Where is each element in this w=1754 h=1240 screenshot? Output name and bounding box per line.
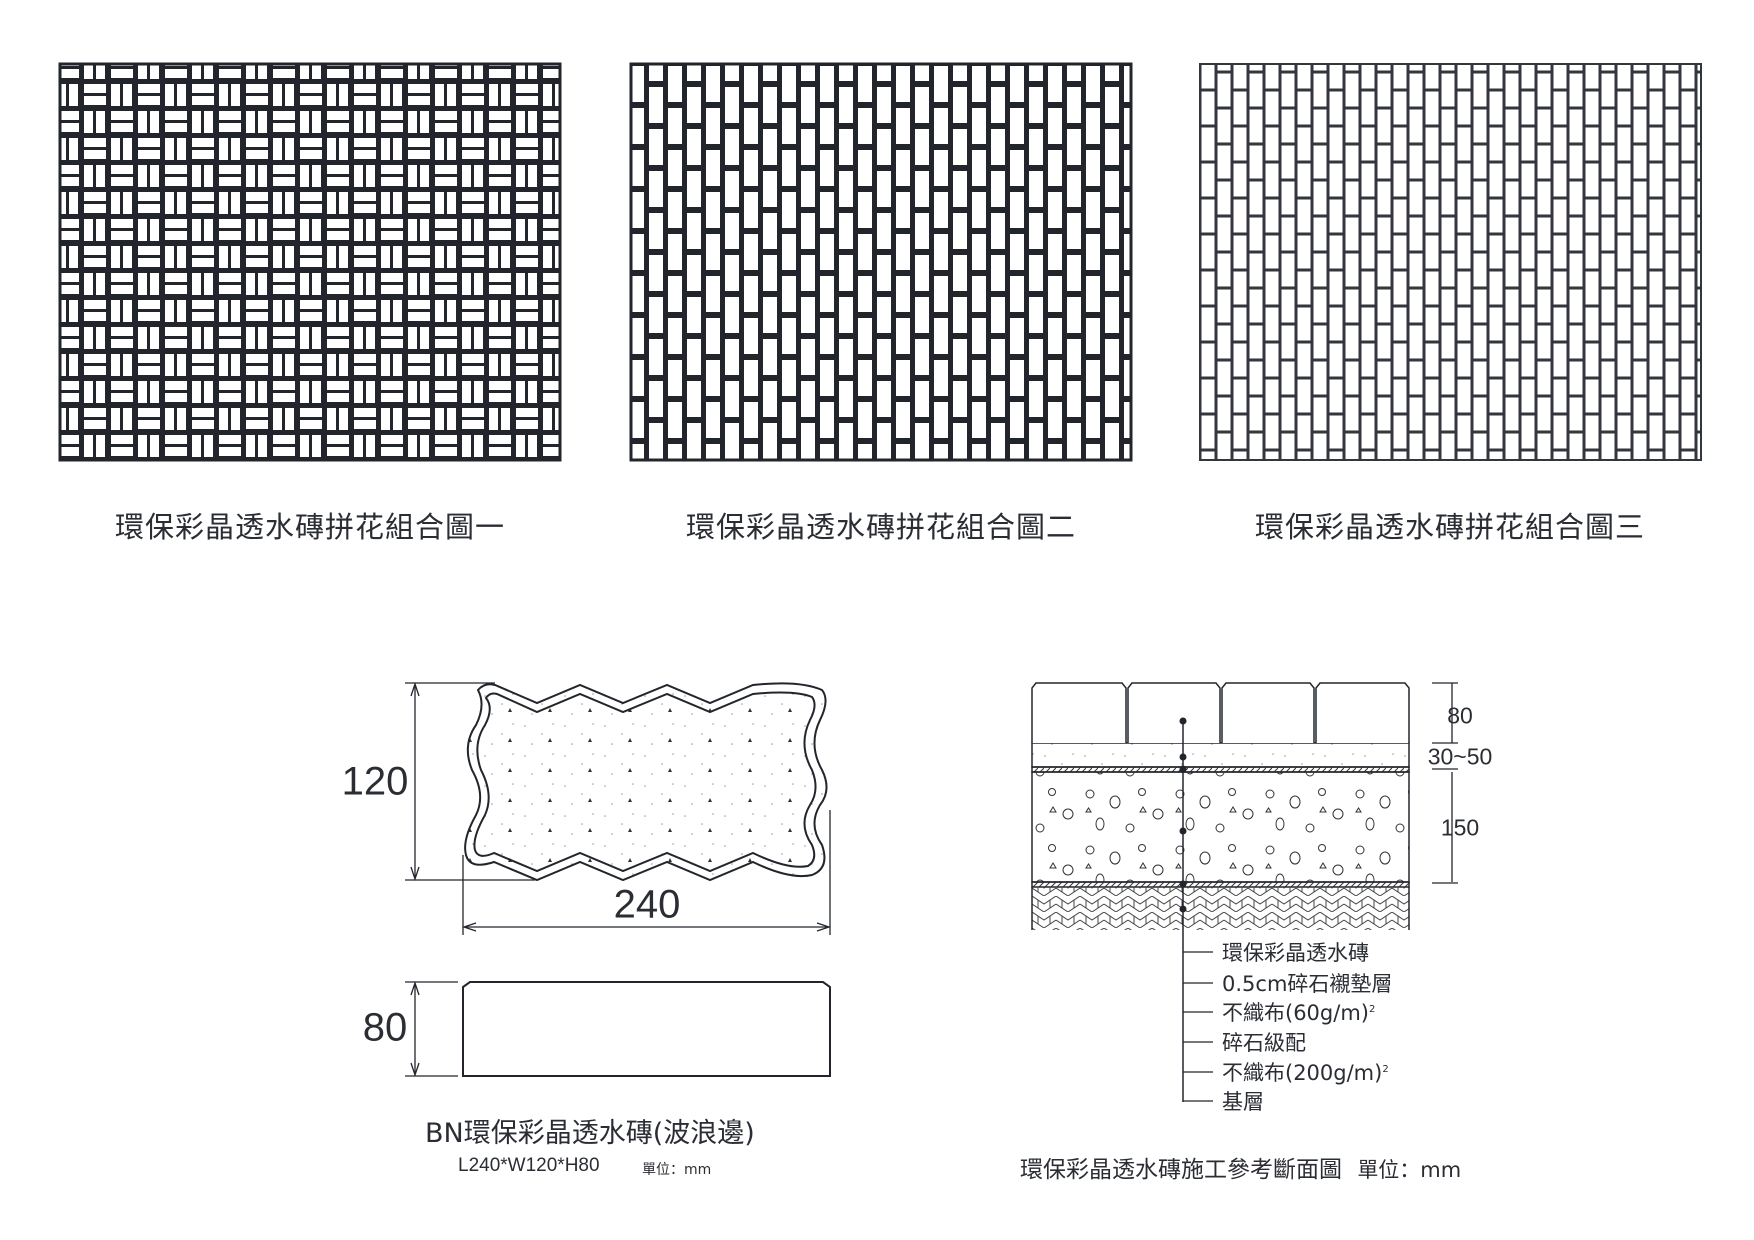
brick-thickness-dim: 80 (362, 1005, 408, 1050)
layer-label: 0.5cm碎石襯墊層 (1222, 968, 1392, 998)
pattern-3-caption: 環保彩晶透水磚拼花組合圖三 (1254, 510, 1646, 544)
layer-label-text: 0.5cm碎石襯墊層 (1222, 972, 1393, 996)
brick-unit: 單位：mm (642, 1162, 712, 1178)
layer-label-text: 不織布(60g/m) (1222, 1001, 1369, 1025)
layer-label-text: 環保彩晶透水磚 (1222, 941, 1369, 965)
wave-brick-top-view (405, 681, 832, 935)
layer-label-text: 不織布(200g/m) (1222, 1061, 1383, 1085)
layer-label-text: 碎石級配 (1222, 1031, 1306, 1055)
section-dim-base: 150 (1440, 814, 1480, 841)
pattern-2-drawing (629, 62, 1133, 462)
pattern-1-caption: 環保彩晶透水磚拼花組合圖一 (114, 510, 506, 544)
section-dim-paver: 80 (1447, 702, 1473, 729)
pattern-3-drawing (1199, 63, 1702, 461)
pattern-1-drawing (58, 62, 562, 462)
brick-title: BN環保彩晶透水磚(波浪邊) (425, 1118, 755, 1149)
layer-label: 不織布(60g/m)2 (1222, 997, 1375, 1027)
superscript: 2 (1382, 1064, 1389, 1075)
brick-width-dim: 240 (613, 882, 681, 927)
wave-brick-side-view (405, 980, 831, 1078)
layer-label: 基層 (1222, 1086, 1264, 1116)
layer-label: 碎石級配 (1222, 1027, 1306, 1057)
section-title: 環保彩晶透水磚施工參考斷面圖 單位：mm (1020, 1150, 1461, 1184)
section-unit: 單位：mm (1357, 1158, 1462, 1182)
brick-spec: L240*W120*H80 (458, 1155, 600, 1176)
section-title-text: 環保彩晶透水磚施工參考斷面圖 (1020, 1157, 1342, 1183)
layer-label-text: 基層 (1222, 1090, 1264, 1114)
layer-label: 環保彩晶透水磚 (1222, 937, 1369, 967)
section-dim-bedding: 30~50 (1427, 743, 1493, 770)
layer-label: 不織布(200g/m)2 (1222, 1057, 1389, 1087)
pattern-2-caption: 環保彩晶透水磚拼花組合圖二 (685, 510, 1077, 544)
superscript: 2 (1368, 1004, 1376, 1015)
brick-height-dim: 120 (341, 759, 409, 804)
cross-section-drawing (1031, 682, 1458, 1102)
